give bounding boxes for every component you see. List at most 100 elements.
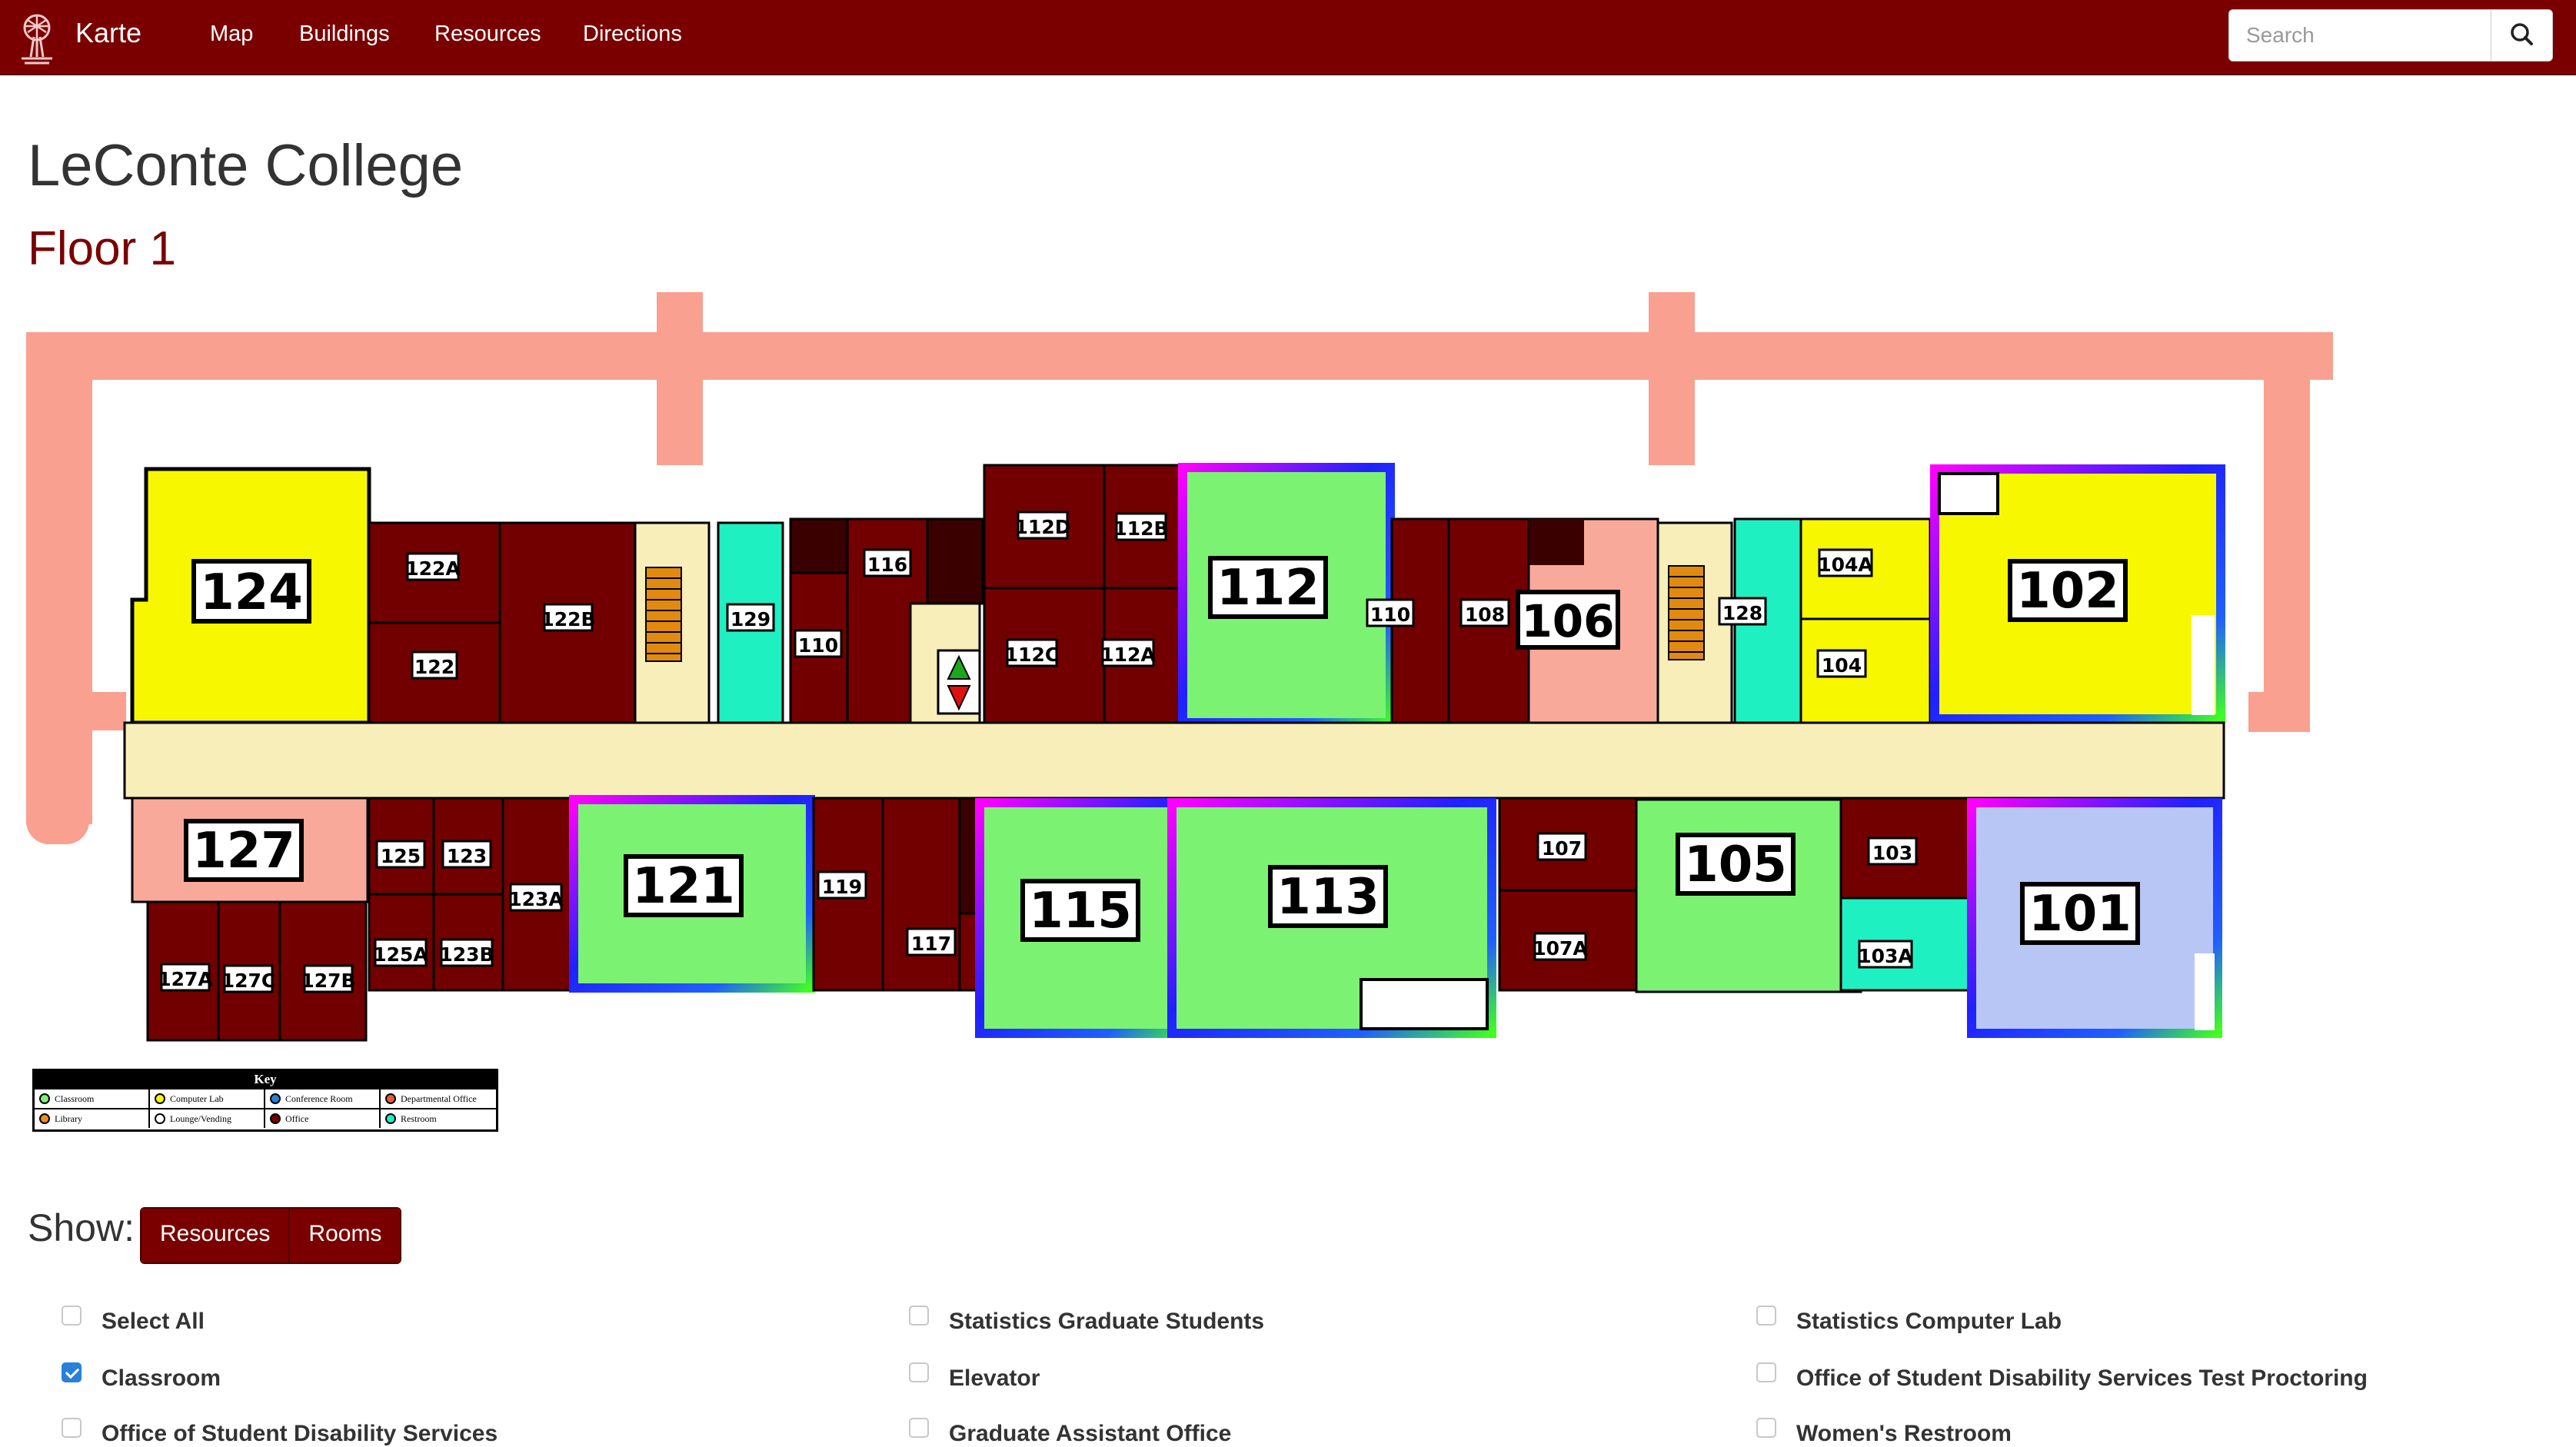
room-label: 129 [731,608,770,630]
palmetto-logo-icon[interactable] [8,6,66,68]
key-swatch [155,1093,165,1104]
option-label: Office of Student Disability Services [102,1421,498,1446]
search-input[interactable] [2229,10,2491,61]
classroom-112[interactable]: 112 [1178,463,1395,727]
show-toggle-group: Resources Rooms [140,1207,402,1264]
room-label: 113 [1276,869,1380,926]
room-label: 122A [405,557,461,580]
room-label: 115 [1029,883,1132,940]
conference-127[interactable]: 127 [131,797,369,903]
brand-name[interactable]: Karte [75,17,142,48]
conference-106[interactable]: 106 [1516,517,1659,724]
option-label: Select All [102,1309,205,1334]
lounge-101[interactable]: 101 [1967,798,2222,1038]
show-resources-button[interactable]: Resources [141,1209,289,1262]
room-label: 124 [200,564,303,621]
classroom-121[interactable]: 121 [569,795,815,993]
room-122a[interactable] [368,521,501,624]
show-label: Show: [28,1206,135,1249]
elevator-down-icon [947,685,971,711]
option-label: Graduate Assistant Office [949,1421,1232,1446]
key-item-conference-room: Conference Room [265,1088,381,1108]
option-student-disability-services[interactable]: Office of Student Disability Services [62,1418,498,1447]
option-womens-restroom[interactable]: Women's Restroom [1756,1418,2012,1447]
floor-plan-map[interactable]: 124 122A 122 122B 129 110 116 112D 112B … [26,292,2341,1061]
room-label: 110 [1370,604,1410,626]
search-button[interactable] [2491,10,2552,61]
checkbox[interactable] [1756,1306,1776,1326]
option-select-all[interactable]: Select All [62,1306,205,1335]
floor-title: Floor 1 [28,222,176,275]
room-label: 127A [158,968,213,990]
option-elevator[interactable]: Elevator [909,1362,1040,1392]
key-swatch [39,1093,50,1104]
key-label: Restroom [401,1113,437,1124]
checkbox[interactable] [1756,1418,1776,1438]
room-label: 112D [1015,516,1071,538]
key-swatch [39,1113,50,1124]
room-label: 116 [867,554,907,576]
room-label: 123 [447,845,487,867]
key-swatch [155,1113,165,1124]
key-item-computer-lab: Computer Lab [150,1088,265,1108]
key-swatch [270,1113,281,1124]
nav-link-resources[interactable]: Resources [434,22,541,46]
option-sds-test-proctoring[interactable]: Office of Student Disability Services Te… [1756,1362,2368,1392]
key-label: Computer Lab [170,1093,224,1104]
room-label: 112 [1216,560,1320,617]
checkbox[interactable] [1756,1362,1776,1382]
room-label: 125 [381,845,421,867]
room-label: 106 [1521,595,1614,647]
nav-link-map[interactable]: Map [210,22,254,46]
option-label: Classroom [102,1366,221,1391]
show-rooms-button[interactable]: Rooms [288,1209,401,1262]
room-124[interactable]: 124 [130,467,371,725]
nav-link-buildings[interactable]: Buildings [299,22,390,46]
checkbox[interactable] [909,1418,929,1438]
room-label: 125A [373,943,428,966]
checkbox[interactable] [909,1306,929,1326]
room-label: 128 [1722,602,1762,624]
key-swatch [385,1113,396,1124]
room-label: 112C [1005,644,1060,666]
classroom-113[interactable]: 113 [1167,798,1496,1038]
room-117[interactable] [881,797,961,992]
room-label: 127B [301,970,355,992]
room-label: 112A [1100,644,1156,666]
key-label: Office [285,1113,309,1124]
classroom-105[interactable]: 105 [1635,798,1862,993]
elevator[interactable] [909,602,981,724]
room-label: 119 [822,876,862,898]
room-label: 122B [541,608,595,630]
classroom-115[interactable]: 115 [975,798,1201,1038]
checkbox[interactable] [62,1306,82,1326]
room-label: 104A [1818,554,1873,576]
key-item-departmental-office: Departmental Office [381,1088,496,1108]
checkbox[interactable] [62,1418,82,1438]
lab-102[interactable]: 102 [1930,464,2225,724]
option-statistics-computer-lab[interactable]: Statistics Computer Lab [1756,1306,2062,1335]
key-label: Classroom [55,1093,95,1104]
navbar: Karte Map Buildings Resources Directions [0,0,2576,75]
room-label: 122 [414,656,454,678]
option-label: Statistics Computer Lab [1796,1309,2062,1334]
room-label: 107A [1533,937,1588,960]
room-label: 105 [1684,837,1787,893]
nav-link-directions[interactable]: Directions [583,22,682,46]
key-swatch [385,1093,396,1104]
room-label: 123A [508,888,564,910]
checkbox[interactable] [909,1362,929,1382]
checkbox-checked[interactable] [62,1362,82,1382]
option-label: Women's Restroom [1796,1421,2012,1446]
option-label: Office of Student Disability Services Te… [1796,1366,2368,1391]
stairwell-west [634,521,711,724]
option-classroom[interactable]: Classroom [62,1362,221,1392]
elevator-up-icon [947,654,971,680]
option-statistics-graduate-students[interactable]: Statistics Graduate Students [909,1306,1264,1335]
option-graduate-assistant-office[interactable]: Graduate Assistant Office [909,1418,1232,1447]
main-corridor [123,721,2225,800]
room-label: 127C [221,970,276,992]
room-label: 101 [2029,886,2132,943]
key-item-classroom: Classroom [35,1088,150,1108]
room-label: 117 [911,933,951,955]
